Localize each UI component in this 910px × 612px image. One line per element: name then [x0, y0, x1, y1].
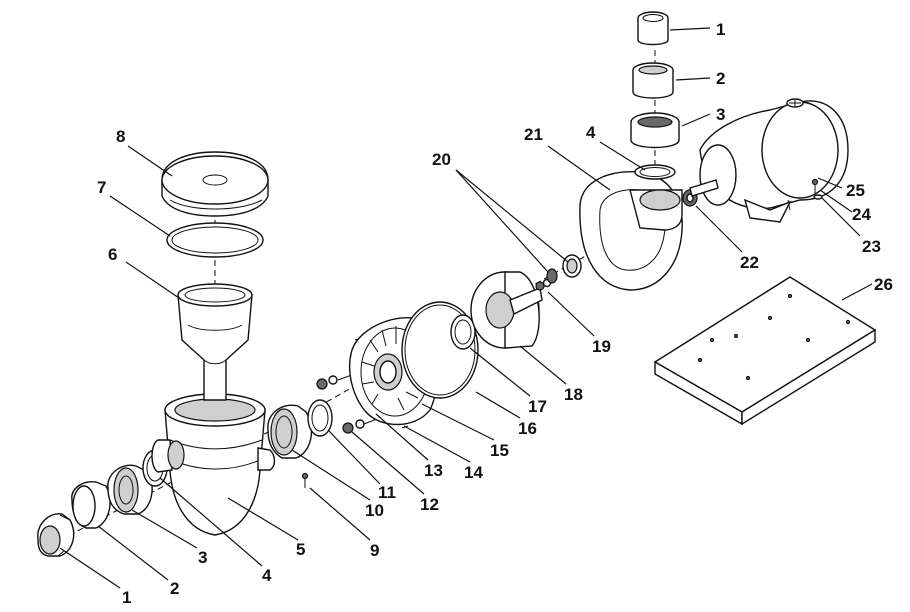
- leader-26: [841, 283, 873, 301]
- leader-6: [125, 261, 183, 301]
- leader-20b: [455, 169, 569, 263]
- leader-20a: [455, 169, 549, 273]
- leader-12: [351, 431, 425, 495]
- callout-11: 11: [378, 483, 396, 502]
- part-lid-oring: [166, 222, 264, 258]
- part-seal-plate-nut: [267, 404, 313, 459]
- leader-3-left: [131, 509, 198, 549]
- callout-21: 21: [524, 125, 543, 144]
- leader-2-top: [675, 77, 711, 81]
- callout-15: 15: [490, 441, 509, 460]
- callout-19: 19: [592, 337, 611, 356]
- leader-16: [475, 391, 521, 419]
- part-union-piece-left: [71, 481, 111, 529]
- leader-21: [547, 145, 611, 191]
- callout-8: 8: [116, 127, 125, 146]
- leader-10: [291, 449, 371, 501]
- leader-25: [817, 177, 843, 189]
- callout-17: 17: [528, 397, 547, 416]
- leader-1-top: [669, 27, 711, 31]
- leader-7: [109, 195, 171, 237]
- part-strainer-lid: [161, 151, 269, 217]
- part-tailpiece-left: [37, 513, 75, 557]
- part-diffuser: [470, 271, 543, 349]
- leader-15: [421, 403, 495, 441]
- leader-14: [403, 425, 471, 463]
- part-oring-top: [634, 164, 676, 180]
- leader-4-left: [159, 477, 263, 567]
- leader-lines: [59, 27, 873, 589]
- leader-19: [547, 291, 595, 337]
- part-oring-11: [307, 399, 333, 437]
- callout-13: 13: [424, 461, 443, 480]
- part-screw-9: [301, 472, 309, 488]
- callout-7: 7: [97, 178, 106, 197]
- callout-1-top: 1: [716, 20, 725, 39]
- part-shaft-seal: [546, 254, 582, 284]
- leader-2-left: [97, 525, 169, 581]
- leader-11: [327, 429, 381, 485]
- leader-17: [469, 347, 531, 397]
- callout-14: 14: [464, 463, 483, 482]
- part-strainer-basket: [177, 283, 253, 401]
- callout-10: 10: [365, 501, 384, 520]
- part-tailpiece-top: [637, 11, 669, 46]
- leader-8: [127, 145, 173, 177]
- callout-4-top: 4: [586, 123, 596, 142]
- leader-3-top: [681, 113, 711, 127]
- callout-9: 9: [370, 541, 379, 560]
- callout-24: 24: [852, 205, 871, 224]
- part-motor-mount-hardware: [787, 178, 823, 211]
- callout-16: 16: [518, 419, 537, 438]
- leader-13: [375, 413, 429, 461]
- callout-3-top: 3: [716, 105, 725, 124]
- callout-5: 5: [296, 540, 305, 559]
- part-union-nut-left: [107, 464, 153, 515]
- callout-25: 25: [846, 181, 865, 200]
- part-base-plate: [653, 276, 877, 426]
- part-pump-housing-trap: [151, 393, 276, 536]
- callout-26: 26: [874, 275, 893, 294]
- part-volute: [579, 171, 683, 291]
- callout-23: 23: [862, 237, 881, 256]
- leader-5: [227, 497, 299, 541]
- leader-1-left: [59, 547, 121, 589]
- part-union-nut-top: [630, 112, 680, 149]
- callout-3-left: 3: [198, 548, 207, 567]
- callout-20: 20: [432, 150, 451, 169]
- leader-4-top: [599, 141, 646, 171]
- leader-22: [695, 205, 743, 253]
- callout-2-left: 2: [170, 579, 179, 598]
- callout-18: 18: [564, 385, 583, 404]
- leader-9: [309, 487, 371, 541]
- leader-18: [519, 345, 567, 385]
- callout-2-top: 2: [716, 69, 725, 88]
- callout-6: 6: [108, 245, 117, 264]
- part-union-piece-top: [632, 62, 674, 99]
- callout-4-left: 4: [262, 566, 272, 585]
- leader-24: [819, 189, 853, 213]
- callout-1-left: 1: [122, 588, 131, 607]
- callout-22: 22: [740, 253, 759, 272]
- part-motor: [689, 98, 849, 223]
- leader-23: [821, 197, 861, 237]
- callout-12: 12: [420, 495, 439, 514]
- part-oring-17: [450, 314, 476, 350]
